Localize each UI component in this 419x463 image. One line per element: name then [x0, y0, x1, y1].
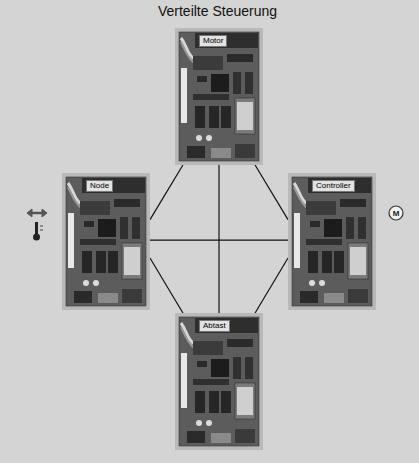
- display-label: Motor: [199, 35, 227, 47]
- motor-symbol: [389, 206, 403, 220]
- motor-letter: M: [393, 210, 400, 218]
- double-arrow-icon: [27, 209, 47, 217]
- board-photo: [175, 313, 263, 450]
- controller-board: Node: [62, 173, 150, 310]
- board-photo: [175, 28, 263, 165]
- network-link: [150, 240, 288, 241]
- board-photo: [62, 173, 150, 310]
- controller-board: Controller: [288, 173, 376, 310]
- display-label: Node: [86, 180, 113, 192]
- network-link: [255, 165, 288, 220]
- diagram-title: Verteilte Steuerung: [0, 3, 419, 19]
- network-link: [150, 165, 183, 220]
- controller-board: Abtast: [175, 313, 263, 450]
- network-link: [218, 165, 219, 313]
- display-label: Abtast: [199, 320, 230, 332]
- network-link: [150, 258, 183, 313]
- thermometer-icon: [33, 222, 43, 241]
- display-label: Controller: [312, 180, 355, 192]
- controller-board: Motor: [175, 28, 263, 165]
- network-link: [255, 258, 288, 313]
- board-photo: [288, 173, 376, 310]
